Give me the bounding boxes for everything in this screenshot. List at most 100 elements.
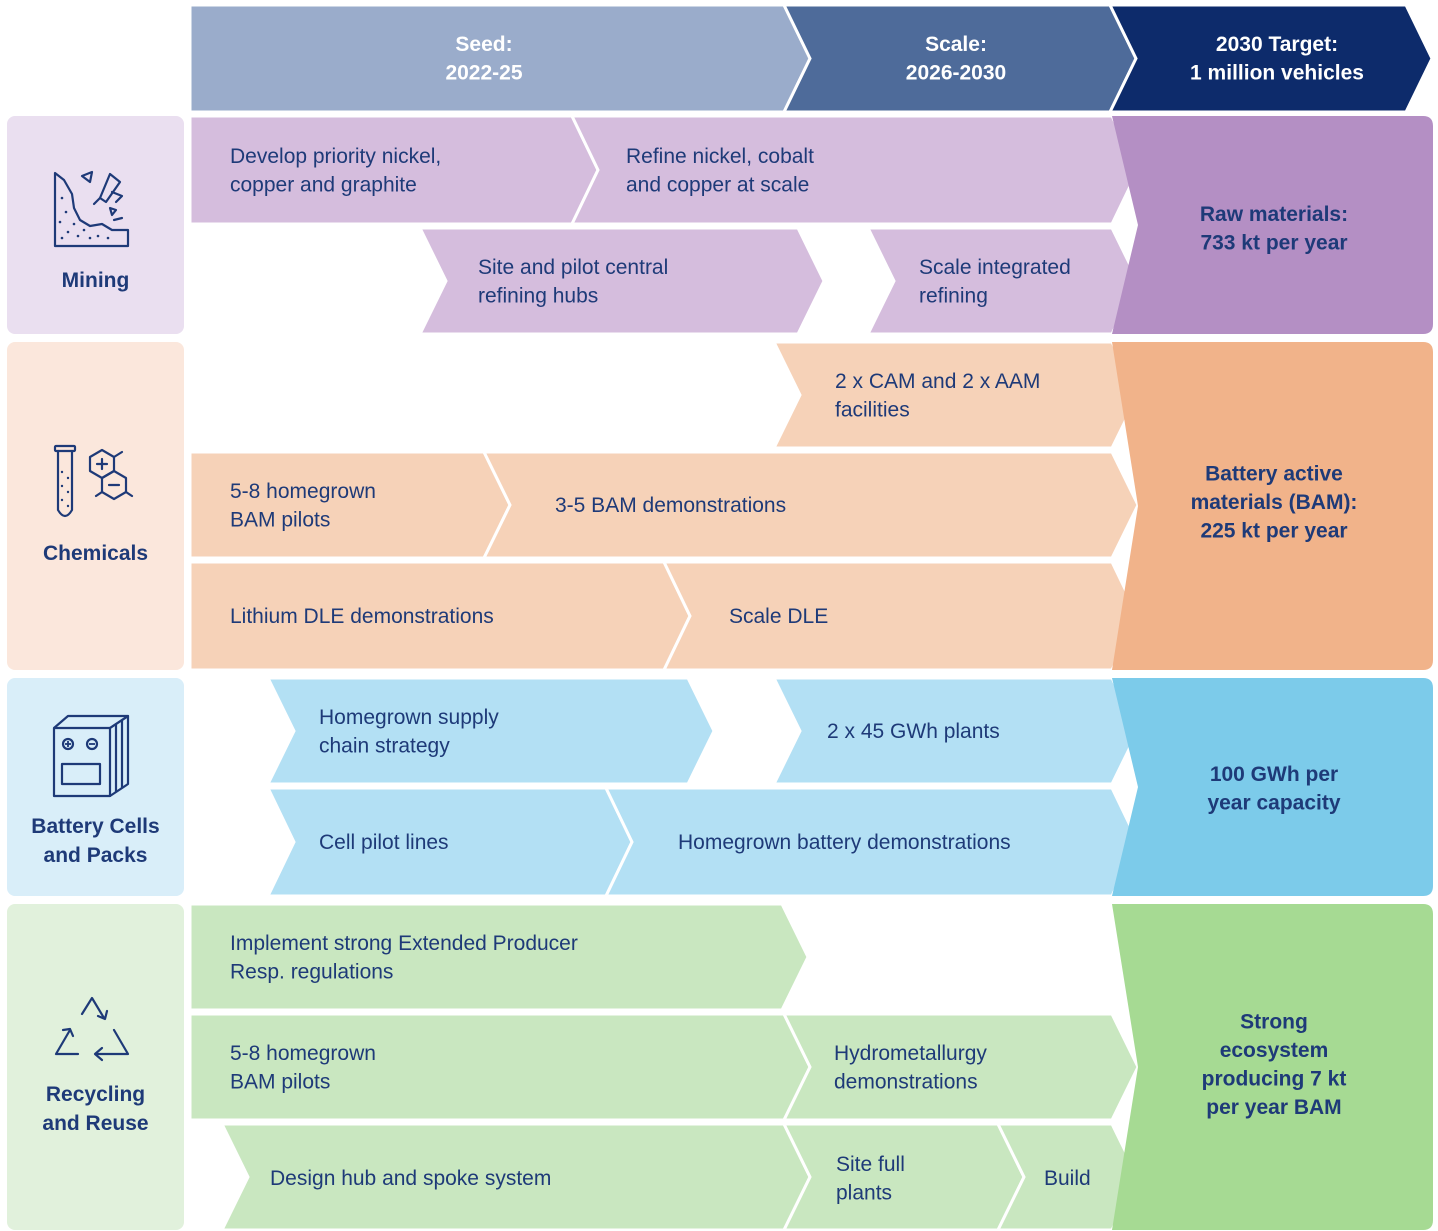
chemicals-chevron-cam-aam: [771, 340, 1140, 450]
recycling-chevron-pilots: [188, 1012, 812, 1122]
battery-target-text-line: 100 GWh per: [1210, 763, 1338, 786]
chemicals-target-text-line: 225 kt per year: [1200, 520, 1347, 543]
chemicals-target-box: [1112, 342, 1433, 670]
chemicals-item-scale-dle-line: Scale DLE: [729, 605, 828, 628]
chemicals-row-header: [7, 342, 184, 670]
recycling-target-text-line: Strong: [1240, 1010, 1308, 1033]
recycling-chevron-epr: [188, 902, 810, 1012]
recycling-target-text-line: per year BAM: [1206, 1096, 1341, 1119]
recycling-item-hub-spoke-line: Design hub and spoke system: [270, 1167, 551, 1190]
chemicals-target-text-line: Battery active: [1205, 463, 1343, 486]
mining-chevron-refine: [569, 114, 1140, 226]
mining-chevron-site-pilot: [417, 226, 826, 336]
recycling-item-epr-line: Implement strong Extended Producer: [230, 932, 578, 955]
mining-item-refine-line: and copper at scale: [626, 173, 809, 196]
recycling-item-hub-spoke: Design hub and spoke system: [270, 1167, 551, 1190]
recycling-target-text-line: producing 7 kt: [1202, 1067, 1347, 1090]
battery-label-line2: and Packs: [43, 844, 148, 867]
recycling-chevron-hydromet: [781, 1012, 1140, 1122]
phase-scale: [781, 3, 1138, 114]
phase-seed-label-line: Seed:: [455, 33, 512, 56]
battery-target-text-line: year capacity: [1207, 791, 1340, 814]
recycling-item-hydromet-line: Hydrometallurgy: [834, 1042, 987, 1065]
mining-target-text-line: 733 kt per year: [1200, 231, 1347, 254]
phase-seed-label: Seed: 2022-25: [445, 33, 522, 85]
mining-item-refine-line: Refine nickel, cobalt: [626, 145, 814, 168]
mining-item-refine: Refine nickel, cobalt and copper at scale: [626, 145, 814, 197]
chemicals-target-text: Battery active materials (BAM): 225 kt per…: [1191, 463, 1358, 543]
recycling-item-build: Build: [1044, 1167, 1091, 1190]
recycling-label: Recycling and Reuse: [7, 1080, 184, 1138]
chemicals-item-pilots-line: BAM pilots: [230, 508, 330, 531]
chemicals-item-cam-aam-line: facilities: [835, 398, 910, 421]
battery-target-box: [1112, 678, 1433, 896]
battery-label-line1: Battery Cells: [31, 815, 160, 838]
chemicals-item-dle-demos: Lithium DLE demonstrations: [230, 605, 494, 628]
battery-row-header: [7, 678, 184, 896]
chemicals-item-demos-line: 3-5 BAM demonstrations: [555, 494, 786, 517]
recycling-item-build-line: Build: [1044, 1167, 1091, 1190]
mining-item-scale-integrated-line: Scale integrated: [919, 256, 1071, 279]
phase-scale-label-line: 2026-2030: [906, 61, 1006, 84]
recycling-item-site-plants-line: plants: [836, 1181, 892, 1204]
chemicals-target-text-line: materials (BAM):: [1191, 491, 1358, 514]
battery-chevron-supply-chain: [265, 676, 716, 786]
mining-chevron-scale-integrated: [865, 226, 1140, 336]
phase-scale-label-line: Scale:: [925, 33, 987, 56]
chemicals-item-demos: 3-5 BAM demonstrations: [555, 494, 786, 517]
mining-item-develop: Develop priority nickel, copper and graph…: [230, 145, 441, 197]
chemicals-item-scale-dle: Scale DLE: [729, 605, 828, 628]
phase-target-label-line: 1 million vehicles: [1190, 61, 1364, 84]
recycling-chevron-site-plants: [781, 1122, 1026, 1231]
mining-item-site-pilot: Site and pilot central refining hubs: [478, 256, 668, 308]
mining-item-develop-line: copper and graphite: [230, 173, 417, 196]
mining-chevron-develop: [188, 114, 600, 226]
battery-item-pilot-lines-line: Cell pilot lines: [319, 831, 449, 854]
mining-icon: [53, 170, 130, 248]
mining-target-text: Raw materials: 733 kt per year: [1200, 203, 1348, 255]
phase-target-label: 2030 Target: 1 million vehicles: [1190, 33, 1364, 85]
recycling-item-hydromet-line: demonstrations: [834, 1070, 978, 1093]
recycling-item-site-plants-line: Site full: [836, 1153, 905, 1176]
mining-item-develop-line: Develop priority nickel,: [230, 145, 441, 168]
recycling-label-line2: and Reuse: [42, 1112, 149, 1135]
battery-item-supply-chain-line: Homegrown supply: [319, 706, 499, 729]
chemicals-item-cam-aam-line: 2 x CAM and 2 x AAM: [835, 370, 1040, 393]
mining-item-scale-integrated: Scale integrated refining: [919, 256, 1071, 308]
chemicals-chevron-demos: [481, 450, 1140, 560]
mining-item-site-pilot-line: Site and pilot central: [478, 256, 668, 279]
battery-item-plants: 2 x 45 GWh plants: [827, 720, 1000, 743]
recycling-target-text-line: ecosystem: [1220, 1039, 1329, 1062]
battery-item-demos-line: Homegrown battery demonstrations: [678, 831, 1011, 854]
recycling-label-line1: Recycling: [45, 1083, 146, 1106]
battery-target-text: 100 GWh per year capacity: [1207, 763, 1340, 815]
chemicals-item-cam-aam: 2 x CAM and 2 x AAM facilities: [835, 370, 1040, 422]
recycling-item-pilots-line: 5-8 homegrown: [230, 1042, 376, 1065]
mining-label: Mining: [61, 269, 130, 292]
recycling-target-box: [1112, 904, 1433, 1230]
phase-scale-label: Scale: 2026-2030: [906, 33, 1006, 85]
recycling-row-header: [7, 904, 184, 1230]
mining-target-text-line: Raw materials:: [1200, 203, 1348, 226]
phase-seed: [188, 3, 812, 114]
mining-target-box: [1112, 116, 1433, 334]
battery-label: Battery Cells and Packs: [7, 812, 184, 870]
phase-target-label-line: 2030 Target:: [1216, 33, 1338, 56]
recycling-item-pilots-line: BAM pilots: [230, 1070, 330, 1093]
mining-item-site-pilot-line: refining hubs: [478, 284, 598, 307]
phase-target: [1107, 3, 1434, 114]
chemicals-item-pilots-line: 5-8 homegrown: [230, 480, 376, 503]
battery-icon: [52, 714, 130, 798]
mining-item-scale-integrated-line: refining: [919, 284, 988, 307]
battery-item-pilot-lines: Cell pilot lines: [319, 831, 449, 854]
recycle-icon: [54, 996, 130, 1062]
chemicals-chevron-pilots: [188, 450, 512, 560]
battery-item-plants-line: 2 x 45 GWh plants: [827, 720, 1000, 743]
chemicals-icon: [53, 444, 134, 518]
phase-seed-label-line: 2022-25: [445, 61, 522, 84]
